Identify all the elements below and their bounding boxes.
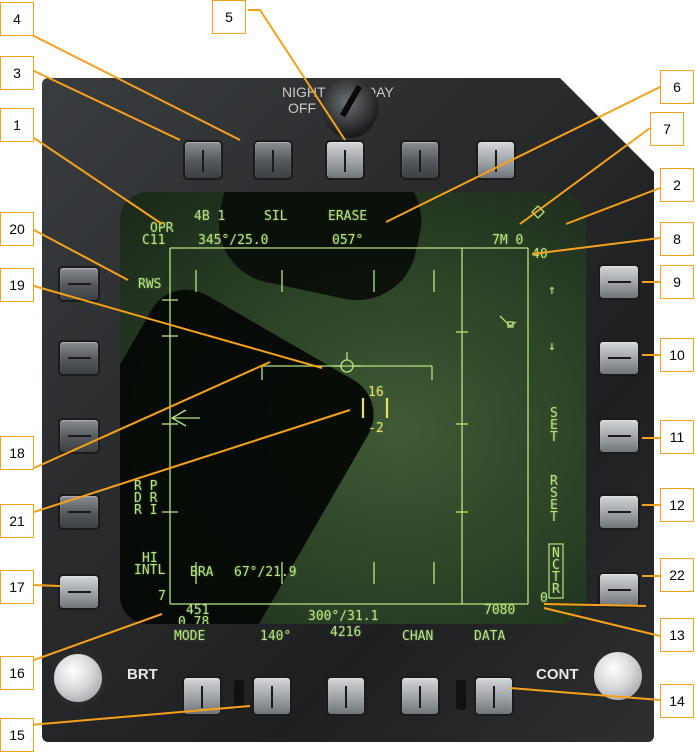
callout-19: 19 bbox=[0, 268, 34, 302]
callout-1: 1 bbox=[0, 108, 34, 142]
callout-5: 5 bbox=[212, 0, 246, 34]
callout-22: 22 bbox=[660, 558, 694, 592]
callout-4: 4 bbox=[0, 2, 34, 36]
callout-3: 3 bbox=[0, 56, 34, 90]
callout-12: 12 bbox=[660, 488, 694, 522]
callout-13: 13 bbox=[660, 618, 694, 652]
callout-16: 16 bbox=[0, 656, 34, 690]
callout-15: 15 bbox=[0, 718, 34, 752]
callout-18: 18 bbox=[0, 436, 34, 470]
callout-9: 9 bbox=[660, 265, 694, 299]
callout-20: 20 bbox=[0, 212, 34, 246]
callout-21: 21 bbox=[0, 504, 34, 538]
callout-10: 10 bbox=[660, 338, 694, 372]
callout-6: 6 bbox=[660, 70, 694, 104]
callout-2: 2 bbox=[660, 168, 694, 202]
callout-17: 17 bbox=[0, 570, 34, 604]
callout-8: 8 bbox=[660, 222, 694, 256]
callout-7: 7 bbox=[650, 112, 684, 146]
callout-14: 14 bbox=[660, 684, 694, 718]
callout-11: 11 bbox=[660, 420, 694, 454]
